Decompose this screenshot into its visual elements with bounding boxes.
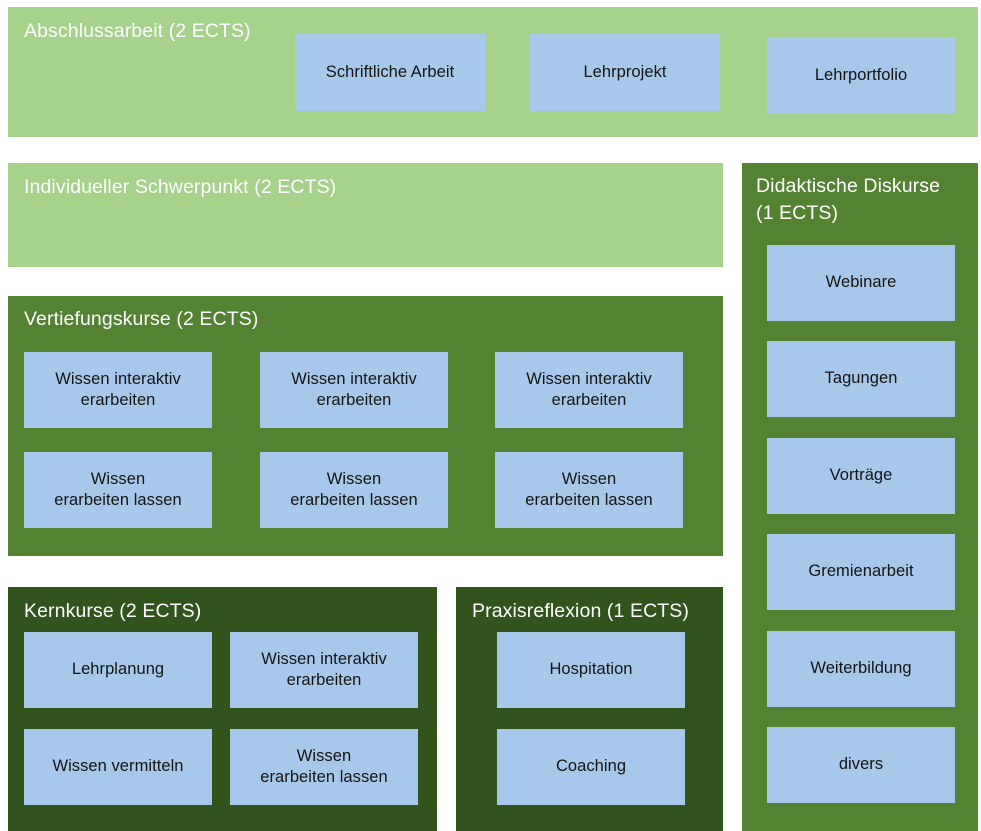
tile-vortraege[interactable]: Vorträge bbox=[767, 438, 955, 514]
panel-didaktische-diskurse: Didaktische Diskurse (1 ECTS) Webinare T… bbox=[742, 163, 978, 831]
tile-tagungen[interactable]: Tagungen bbox=[767, 341, 955, 417]
tile-wissen-interaktiv-erarbeiten[interactable]: Wissen interaktiv erarbeiten bbox=[24, 352, 212, 428]
panel-title-praxisreflexion: Praxisreflexion (1 ECTS) bbox=[472, 600, 689, 622]
tile-divers[interactable]: divers bbox=[767, 727, 955, 803]
panel-title-abschlussarbeit: Abschlussarbeit (2 ECTS) bbox=[24, 20, 251, 42]
panel-praxisreflexion: Praxisreflexion (1 ECTS) Hospitation Coa… bbox=[456, 587, 723, 831]
tile-weiterbildung[interactable]: Weiterbildung bbox=[767, 631, 955, 707]
tile-gremienarbeit[interactable]: Gremienarbeit bbox=[767, 534, 955, 610]
panel-title-vertiefungskurse: Vertiefungskurse (2 ECTS) bbox=[24, 308, 259, 330]
tile-lehrplanung[interactable]: Lehrplanung bbox=[24, 632, 212, 708]
panel-individueller-schwerpunkt: Individueller Schwerpunkt (2 ECTS) bbox=[8, 163, 723, 267]
panel-abschlussarbeit: Abschlussarbeit (2 ECTS) Schriftliche Ar… bbox=[8, 7, 978, 137]
tile-lehrprojekt[interactable]: Lehrprojekt bbox=[530, 34, 720, 111]
tile-wissen-interaktiv-erarbeiten[interactable]: Wissen interaktiv erarbeiten bbox=[260, 352, 448, 428]
tile-lehrportfolio[interactable]: Lehrportfolio bbox=[767, 37, 955, 114]
tile-wissen-erarbeiten-lassen[interactable]: Wissen erarbeiten lassen bbox=[230, 729, 418, 805]
tile-wissen-interaktiv-erarbeiten[interactable]: Wissen interaktiv erarbeiten bbox=[230, 632, 418, 708]
tile-wissen-vermitteln[interactable]: Wissen vermitteln bbox=[24, 729, 212, 805]
tile-coaching[interactable]: Coaching bbox=[497, 729, 685, 805]
panel-title-individueller-schwerpunkt: Individueller Schwerpunkt (2 ECTS) bbox=[24, 176, 337, 198]
tile-hospitation[interactable]: Hospitation bbox=[497, 632, 685, 708]
panel-kernkurse: Kernkurse (2 ECTS) Lehrplanung Wissen in… bbox=[8, 587, 437, 831]
tile-wissen-erarbeiten-lassen[interactable]: Wissen erarbeiten lassen bbox=[260, 452, 448, 528]
tile-wissen-erarbeiten-lassen[interactable]: Wissen erarbeiten lassen bbox=[495, 452, 683, 528]
tile-wissen-erarbeiten-lassen[interactable]: Wissen erarbeiten lassen bbox=[24, 452, 212, 528]
panel-vertiefungskurse: Vertiefungskurse (2 ECTS) Wissen interak… bbox=[8, 296, 723, 556]
panel-title-kernkurse: Kernkurse (2 ECTS) bbox=[24, 600, 202, 622]
tile-wissen-interaktiv-erarbeiten[interactable]: Wissen interaktiv erarbeiten bbox=[495, 352, 683, 428]
tile-webinare[interactable]: Webinare bbox=[767, 245, 955, 321]
panel-title-didaktische-diskurse: Didaktische Diskurse (1 ECTS) bbox=[756, 175, 941, 224]
tile-schriftliche-arbeit[interactable]: Schriftliche Arbeit bbox=[295, 34, 485, 111]
